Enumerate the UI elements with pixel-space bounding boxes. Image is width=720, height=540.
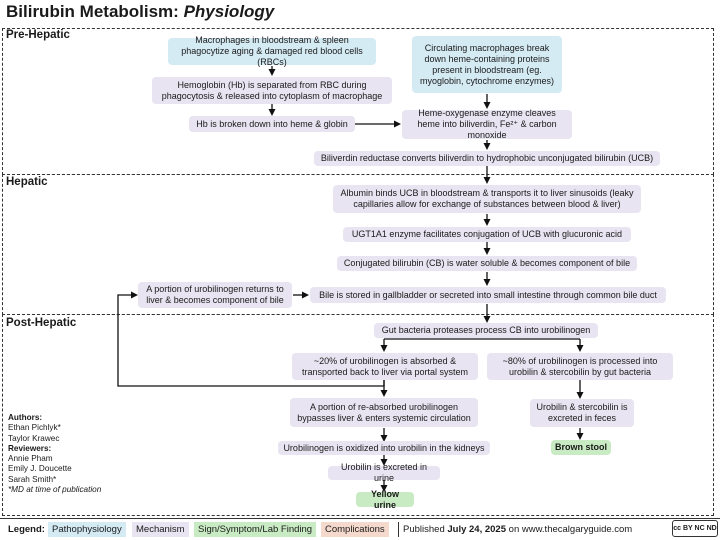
credits: Authors: Ethan Pichlyk* Taylor Krawec Re… — [8, 413, 101, 495]
node-eighty-percent: ~80% of urobilinogen is processed into u… — [487, 353, 673, 380]
node-albumin-binds: Albumin binds UCB in bloodstream & trans… — [333, 185, 641, 213]
node-ugt1a1: UGT1A1 enzyme facilitates conjugation of… — [343, 227, 631, 242]
license-badge: cc BY NC ND — [672, 520, 718, 537]
reviewers-heading: Reviewers: — [8, 443, 52, 453]
node-excreted-feces: Urobilin & stercobilin is excreted in fe… — [530, 399, 634, 427]
authors-heading: Authors: — [8, 413, 43, 422]
node-twenty-percent: ~20% of urobilinogen is absorbed & trans… — [292, 353, 478, 380]
node-oxidized-kidneys: Urobilinogen is oxidized into urobilin i… — [278, 441, 490, 455]
node-biliverdin-reductase: Biliverdin reductase converts biliverdin… — [314, 151, 660, 166]
credits-note: *MD at time of publication — [8, 485, 102, 495]
node-heme-oxygenase: Heme-oxygenase enzyme cleaves heme into … — [402, 108, 572, 140]
reviewer-name: Annie Pham — [8, 454, 53, 464]
title-subtitle: Physiology — [183, 2, 275, 21]
node-yellow-urine: Yellow urine — [356, 489, 414, 510]
legend-sign: Sign/Symptom/Lab Finding — [194, 522, 317, 537]
node-hb-separated: Hemoglobin (Hb) is separated from RBC du… — [152, 77, 392, 104]
legend: Legend: Pathophysiology Mechanism Sign/S… — [0, 518, 720, 540]
reviewer-name: Emily J. Doucette — [8, 464, 72, 474]
author-name: Ethan Pichlyk* — [8, 423, 61, 433]
section-label-hepatic: Hepatic — [6, 176, 48, 188]
node-bypasses-liver: A portion of re-absorbed urobilinogen by… — [290, 398, 478, 427]
node-cb-water-soluble: Conjugated bilirubin (CB) is water solub… — [337, 256, 637, 271]
node-gut-bacteria: Gut bacteria proteases process CB into u… — [374, 323, 598, 338]
node-brown-stool: Brown stool — [551, 440, 611, 455]
legend-pathophysiology: Pathophysiology — [48, 522, 126, 537]
legend-complications: Complications — [321, 522, 389, 537]
node-excreted-urine: Urobilin is excreted in urine — [328, 462, 440, 483]
legend-label: Legend: — [8, 524, 45, 535]
node-urobilinogen-returns: A portion of urobilinogen returns to liv… — [138, 282, 292, 308]
legend-mechanism: Mechanism — [132, 522, 189, 537]
page-title: Bilirubin Metabolism: Physiology — [6, 2, 274, 22]
section-label-pre-hepatic: Pre-Hepatic — [6, 29, 70, 41]
node-hb-broken-down: Hb is broken down into heme & globin — [189, 116, 355, 132]
reviewer-name: Sarah Smith* — [8, 474, 57, 484]
node-circulating-macrophages: Circulating macrophages break down heme-… — [412, 36, 562, 93]
node-bile-stored: Bile is stored in gallbladder or secrete… — [310, 287, 666, 303]
legend-published: Published July 24, 2025 on www.thecalgar… — [398, 522, 636, 537]
section-label-post-hepatic: Post-Hepatic — [6, 317, 77, 329]
author-name: Taylor Krawec — [8, 433, 60, 443]
title-main: Bilirubin Metabolism: — [6, 2, 179, 21]
node-macrophages-phagocytize: Macrophages in bloodstream & spleen phag… — [168, 35, 376, 67]
